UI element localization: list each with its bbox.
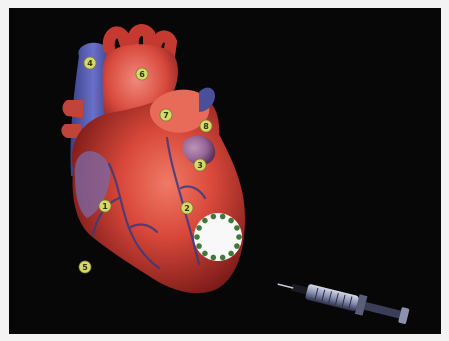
patch-dot (202, 251, 208, 257)
marker-label: 6 (139, 70, 145, 79)
marker-4: 4 (84, 57, 96, 69)
patch-dot (234, 225, 240, 231)
heart-photograph: 1 2 3 4 5 6 7 8 (9, 8, 441, 334)
patch-dot (234, 243, 240, 249)
patch-dot (194, 234, 200, 240)
patch-dot (220, 214, 226, 220)
patch-dot (196, 243, 202, 249)
cell-patch (194, 213, 242, 261)
patch-dot (211, 255, 217, 261)
marker-label: 2 (184, 204, 190, 213)
marker-label: 3 (197, 161, 203, 170)
marker-label: 1 (102, 202, 108, 211)
patch-dot (236, 234, 242, 240)
marker-label: 8 (203, 122, 209, 131)
marker-label: 5 (82, 263, 88, 272)
marker-3: 3 (194, 159, 206, 171)
patch-dot (202, 218, 208, 224)
marker-6: 6 (136, 68, 148, 80)
patch-dot (220, 255, 226, 261)
syringe (275, 274, 410, 326)
patch-dot (228, 218, 234, 224)
marker-label: 7 (163, 111, 169, 120)
marker-1: 1 (99, 200, 111, 212)
patch-dot (211, 214, 217, 220)
marker-8: 8 (200, 120, 212, 132)
patch-dot (228, 251, 234, 257)
heart-illustration: 1 2 3 4 5 6 7 8 (9, 8, 441, 334)
marker-7: 7 (160, 109, 172, 121)
marker-2: 2 (181, 202, 193, 214)
marker-5: 5 (79, 261, 91, 273)
patch-dot (196, 225, 202, 231)
marker-label: 4 (87, 59, 93, 68)
